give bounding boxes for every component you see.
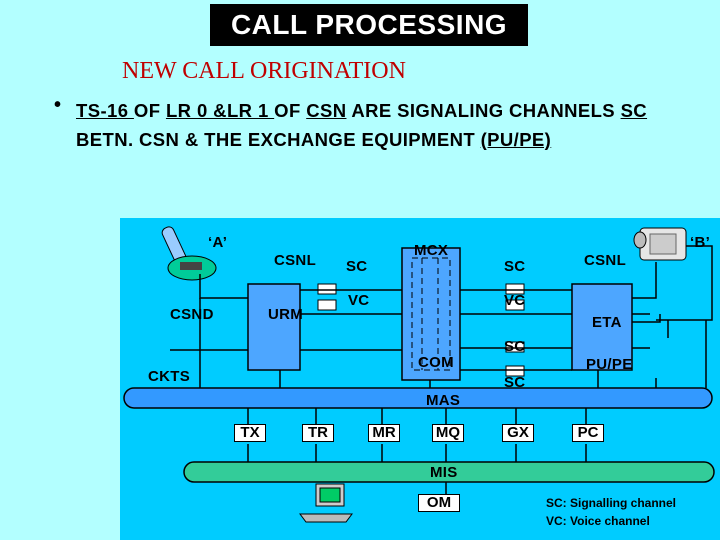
mcx-inner bbox=[411, 257, 451, 371]
of-word-2: OF bbox=[274, 100, 307, 121]
tr-unit: TR bbox=[302, 424, 334, 442]
tx-unit: TX bbox=[234, 424, 266, 442]
bullet-rest-2: BETN. CSN & THE EXCHANGE EQUIPMENT bbox=[76, 129, 481, 150]
ckts-label: CKTS bbox=[148, 368, 191, 385]
phone-a-label: ‘A’ bbox=[208, 234, 228, 251]
call-processing-diagram: ‘A’ ‘B’ CSNL CSND URM SC VC MCX COM SC V… bbox=[120, 218, 720, 540]
csn-term: CSN bbox=[306, 100, 347, 121]
sc-right-label-1: SC bbox=[504, 258, 526, 275]
vc-left-label: VC bbox=[348, 292, 370, 309]
mis-label: MIS bbox=[430, 464, 458, 481]
bullet-text: TS-16 OF LR 0 &LR 1 OF CSN ARE SIGNALING… bbox=[76, 96, 656, 154]
ts16-term: TS-16 bbox=[76, 100, 134, 121]
mas-label: MAS bbox=[426, 392, 461, 409]
pupe-term: (PU/PE) bbox=[480, 129, 552, 150]
bullet-marker: • bbox=[54, 94, 62, 116]
phone-b-label: ‘B’ bbox=[690, 234, 711, 251]
of-word-1: OF bbox=[133, 100, 166, 121]
csnd-label: CSND bbox=[170, 306, 214, 323]
mis-bus bbox=[183, 461, 715, 483]
page-title: CALL PROCESSING bbox=[210, 4, 528, 46]
mcx-label: MCX bbox=[414, 242, 449, 259]
vc-right-label: VC bbox=[504, 292, 526, 309]
mas-bus bbox=[123, 387, 713, 409]
mq-unit: MQ bbox=[432, 424, 464, 442]
phone-a-icon bbox=[161, 226, 217, 281]
page-subtitle: NEW CALL ORIGINATION bbox=[122, 58, 406, 84]
sc-right-label-2: SC bbox=[504, 338, 526, 355]
pupe-label: PU/PE bbox=[586, 356, 633, 373]
gx-unit: GX bbox=[502, 424, 534, 442]
csnl-right-label: CSNL bbox=[584, 252, 627, 269]
terminal-icon bbox=[299, 483, 353, 523]
com-label: COM bbox=[418, 354, 454, 371]
pc-unit: PC bbox=[572, 424, 604, 442]
legend-vc: VC: Voice channel bbox=[546, 514, 650, 528]
om-unit: OM bbox=[418, 494, 460, 512]
csnd-box bbox=[247, 283, 301, 371]
csnl-right-box bbox=[571, 283, 633, 371]
csnl-left-label: CSNL bbox=[274, 252, 317, 269]
lr-term: LR 0 &LR 1 bbox=[165, 100, 275, 121]
phone-b-icon bbox=[633, 227, 687, 261]
eta-label: ETA bbox=[592, 314, 622, 331]
sc-term: SC bbox=[620, 100, 648, 121]
urm-label: URM bbox=[268, 306, 304, 323]
sc-left-label: SC bbox=[346, 258, 368, 275]
diagram-lines bbox=[123, 226, 715, 523]
sc-right-label-3: SC bbox=[504, 374, 526, 391]
legend-sc: SC: Signalling channel bbox=[546, 496, 677, 510]
bullet-rest-1: ARE SIGNALING CHANNELS bbox=[346, 100, 621, 121]
mr-unit: MR bbox=[368, 424, 400, 442]
